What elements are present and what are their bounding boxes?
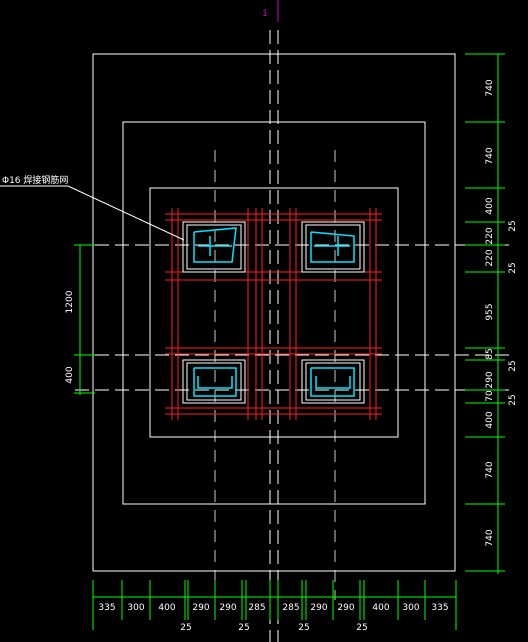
dim-bottom-1: 335	[98, 603, 115, 613]
dim-right-7: 85	[485, 348, 495, 359]
dim-right-small-4: 25	[508, 394, 518, 405]
dim-right-12: 740	[485, 529, 495, 546]
anchor-details	[193, 227, 355, 397]
dim-right-2: 740	[485, 147, 495, 164]
dim-left-1: 1200	[65, 290, 75, 313]
dim-bottom-4: 290	[192, 603, 209, 613]
dim-right-6: 955	[485, 303, 495, 320]
dim-bottom-small-2: 25	[238, 623, 249, 633]
right-dimension-chain	[465, 53, 505, 574]
foundation-outlines	[92, 53, 456, 572]
dim-bottom-8: 290	[310, 603, 327, 613]
dim-bottom-6: 285	[248, 603, 265, 613]
right-dimension-labels: 740 740 400 220 220 955 85 290 70 400 74…	[485, 79, 518, 546]
center-axes	[75, 30, 515, 642]
dim-bottom-small-4: 25	[356, 623, 367, 633]
callout-leader	[0, 185, 185, 241]
dim-bottom-10: 400	[372, 603, 389, 613]
dim-right-small-2: 25	[508, 262, 518, 273]
dim-bottom-7: 285	[282, 603, 299, 613]
dim-right-1: 740	[485, 79, 495, 96]
dim-right-11: 740	[485, 461, 495, 478]
rebar-mesh	[165, 208, 382, 420]
dim-bottom-2: 300	[127, 603, 144, 613]
dim-bottom-3: 400	[158, 603, 175, 613]
column-pockets	[182, 221, 365, 404]
dim-right-8: 290	[485, 371, 495, 388]
left-dimension-labels: 1200 400	[65, 290, 75, 383]
dim-bottom-12: 335	[431, 603, 448, 613]
dim-right-9: 70	[485, 390, 495, 402]
dim-right-10: 400	[485, 411, 495, 428]
outer-step-outline	[92, 53, 456, 572]
column-axes	[214, 150, 336, 600]
bottom-dimension-chain	[92, 580, 457, 630]
dim-left-2: 400	[65, 366, 75, 383]
rebar-callout-label: Φ16 焊接钢筋网	[2, 174, 68, 186]
dim-right-5: 220	[485, 249, 495, 266]
dim-right-small-3: 25	[508, 360, 518, 371]
dim-bottom-small-3: 25	[298, 623, 309, 633]
dim-right-4: 220	[485, 227, 495, 244]
left-dimension-chain	[74, 244, 95, 395]
dim-bottom-5: 290	[219, 603, 236, 613]
dim-bottom-small-1: 25	[180, 623, 191, 633]
dim-bottom-9: 290	[337, 603, 354, 613]
section-mark: 1	[262, 9, 268, 19]
middle-step-outline	[122, 121, 426, 505]
dim-bottom-11: 300	[402, 603, 419, 613]
dim-right-3: 400	[485, 197, 495, 214]
dim-right-small-1: 25	[508, 220, 518, 231]
inner-step-outline	[149, 187, 399, 438]
bottom-dimension-labels: 335 300 400 290 290 285 285 290 290 400 …	[98, 603, 448, 633]
